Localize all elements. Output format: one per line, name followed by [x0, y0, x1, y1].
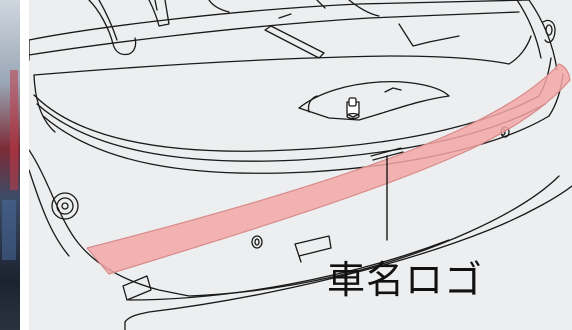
photo-edge-strip: [0, 0, 20, 330]
logo-callout-label: 車名ロゴ: [327, 258, 484, 302]
bumper-diagram: [28, 0, 572, 330]
